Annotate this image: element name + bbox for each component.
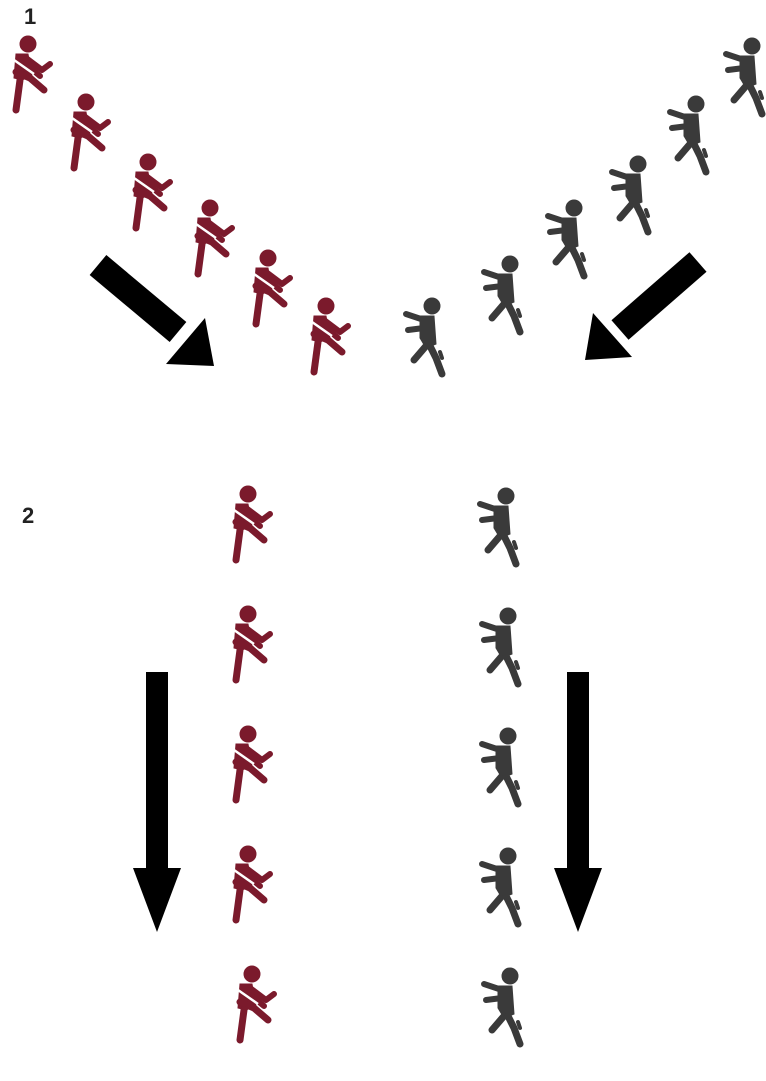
person-kicking-icon xyxy=(612,156,648,232)
person-kicking-icon xyxy=(72,94,108,168)
person-kicking-icon xyxy=(234,846,270,920)
person-kicking-icon xyxy=(484,256,520,332)
person-kicking-icon xyxy=(234,726,270,800)
person-kicking-icon xyxy=(234,606,270,680)
person-kicking-icon xyxy=(196,200,232,274)
person-kicking-icon xyxy=(480,488,516,564)
person-kicking-icon xyxy=(482,848,518,924)
person-kicking-icon xyxy=(238,966,274,1040)
person-kicking-icon xyxy=(482,608,518,684)
person-kicking-icon xyxy=(234,486,270,560)
person-kicking-icon xyxy=(312,298,348,372)
step-1-gray-column xyxy=(406,38,762,374)
arrow-icon xyxy=(554,672,602,932)
person-kicking-icon xyxy=(482,728,518,804)
arrow-icon xyxy=(585,252,707,360)
person-kicking-icon xyxy=(548,200,584,276)
arrow-icon xyxy=(89,255,214,366)
step-2-gray-column xyxy=(480,488,520,1044)
step-1-number: 1 xyxy=(24,4,37,29)
person-kicking-icon xyxy=(726,38,762,114)
step-2-number: 2 xyxy=(22,503,35,528)
step-2-red-column xyxy=(234,486,274,1040)
person-kicking-icon xyxy=(14,36,50,110)
person-kicking-icon xyxy=(254,250,290,324)
person-kicking-icon xyxy=(670,96,706,172)
person-kicking-icon xyxy=(484,968,520,1044)
person-kicking-icon xyxy=(134,154,170,228)
person-kicking-icon xyxy=(406,298,442,374)
arrow-icon xyxy=(133,672,181,932)
